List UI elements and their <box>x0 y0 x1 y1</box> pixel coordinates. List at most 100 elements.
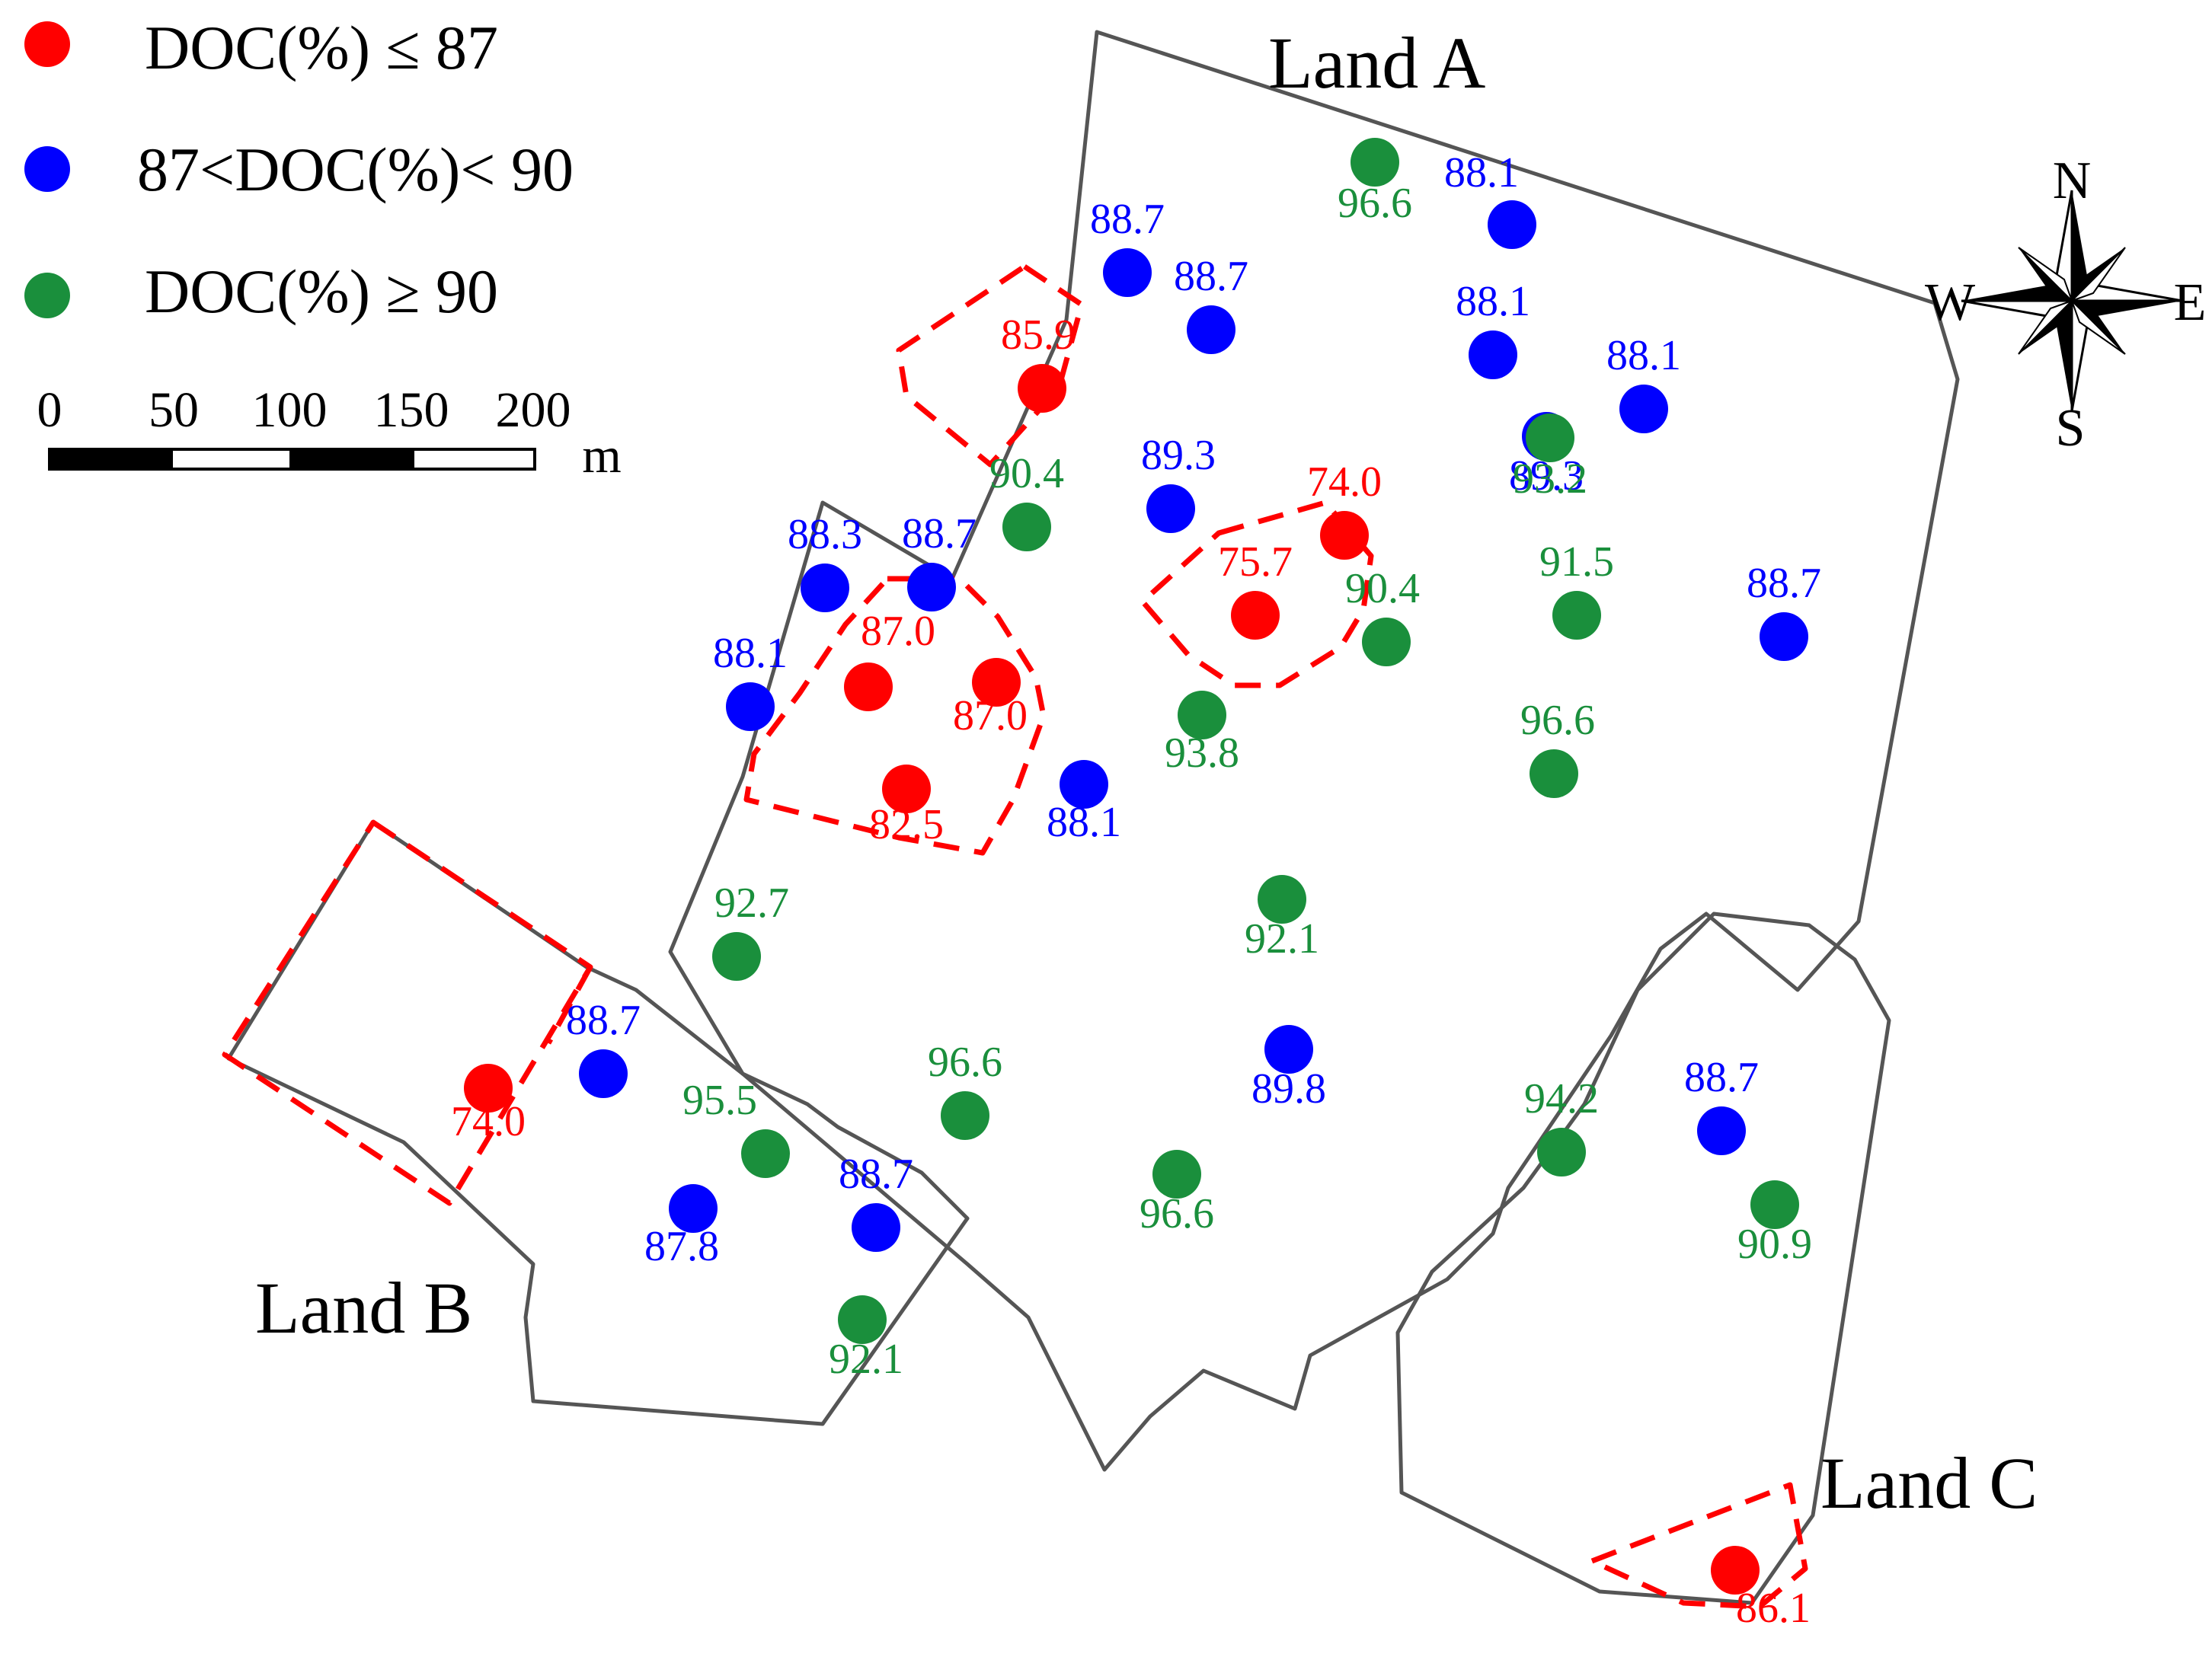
sample-value-label: 88.1 <box>713 630 788 677</box>
sample-point-mid <box>669 1184 718 1233</box>
compass-north: N <box>2053 152 2092 210</box>
land-a-label: Land A <box>1268 22 1485 104</box>
sample-value-label: 96.6 <box>1338 180 1412 227</box>
sample-point-mid <box>1264 1025 1313 1074</box>
sample-value-label: 90.4 <box>989 450 1064 497</box>
sample-value-label: 87.8 <box>644 1223 719 1270</box>
scale-bar: 0 50 100 150 200 m <box>37 382 622 484</box>
legend-label-low: DOC(%) ≤ 87 <box>145 13 498 82</box>
sample-value-label: 86.1 <box>1736 1585 1811 1632</box>
sample-points: 96.688.188.788.788.188.189.393.285.990.4… <box>451 138 1821 1632</box>
sample-point-mid <box>1146 484 1195 533</box>
sample-point-mid <box>801 564 849 612</box>
compass-rose-icon: N S E W <box>1925 152 2206 458</box>
sample-point-high <box>1351 138 1399 187</box>
legend-label-mid: 87<DOC(%)< 90 <box>137 135 574 204</box>
sample-value-label: 88.1 <box>1047 799 1121 846</box>
sample-point-high <box>1526 413 1574 462</box>
sample-point-mid <box>1469 330 1517 379</box>
land-c-label: Land C <box>1820 1442 2038 1524</box>
sample-value-label: 96.6 <box>1520 697 1595 744</box>
sample-value-label: 74.0 <box>451 1098 526 1145</box>
scale-unit: m <box>582 428 621 484</box>
land-boundaries <box>226 30 1960 1605</box>
sample-value-label: 92.1 <box>829 1336 903 1383</box>
land-a-boundary <box>668 30 1960 1472</box>
sample-value-label: 88.7 <box>1090 196 1165 243</box>
sample-point-high <box>1362 618 1411 666</box>
scale-segment-2 <box>170 448 292 471</box>
sample-point-mid <box>1760 612 1808 661</box>
compass-east: E <box>2174 273 2207 332</box>
sample-value-label: 96.6 <box>928 1039 1002 1086</box>
sample-point-high <box>1258 875 1306 924</box>
zone-86-1 <box>1589 1482 1808 1610</box>
sample-point-low <box>1320 511 1369 560</box>
sample-point-high <box>1152 1150 1201 1199</box>
sample-point-mid <box>726 682 775 731</box>
scale-segment-4 <box>411 448 536 471</box>
scale-tick-200: 200 <box>496 382 571 438</box>
land-c-boundary <box>1395 912 1891 1605</box>
legend-swatch-low <box>24 21 70 67</box>
sample-value-label: 87.0 <box>861 608 935 655</box>
sample-value-label: 88.7 <box>1684 1054 1759 1101</box>
sample-point-mid <box>579 1049 628 1098</box>
legend-swatch-high <box>24 273 70 318</box>
sample-value-label: 94.2 <box>1524 1075 1599 1122</box>
compass-south: S <box>2056 399 2086 458</box>
scale-segment-1 <box>48 448 173 471</box>
sample-point-high <box>1002 503 1051 551</box>
sample-value-label: 82.5 <box>869 801 944 848</box>
sample-point-low <box>882 765 931 813</box>
zone-74-0-land-b <box>222 819 593 1206</box>
sample-value-label: 88.7 <box>1747 560 1821 607</box>
sample-value-label: 88.3 <box>788 511 862 558</box>
sample-point-high <box>1750 1180 1799 1229</box>
sample-point-high <box>1178 691 1226 739</box>
zone-87-0 <box>743 576 1047 856</box>
sample-point-mid <box>1488 200 1536 249</box>
sample-value-label: 92.1 <box>1245 915 1319 963</box>
sample-point-mid <box>907 563 956 611</box>
legend-swatch-mid <box>24 146 70 192</box>
sample-value-label: 95.5 <box>682 1077 757 1124</box>
scale-tick-0: 0 <box>37 382 62 438</box>
land-b-boundary <box>226 820 970 1426</box>
sample-point-mid <box>1060 760 1108 809</box>
sample-point-low <box>1018 364 1066 413</box>
sample-point-low <box>1711 1546 1760 1595</box>
sample-value-label: 87.0 <box>953 692 1028 739</box>
sample-point-mid <box>1187 305 1235 354</box>
sample-point-high <box>1537 1128 1586 1177</box>
sample-point-mid <box>852 1203 900 1252</box>
scale-tick-150: 150 <box>374 382 449 438</box>
sample-value-label: 93.2 <box>1513 455 1587 503</box>
sample-value-label: 88.7 <box>839 1151 913 1198</box>
sample-value-label: 91.5 <box>1539 538 1614 586</box>
land-b-label: Land B <box>255 1267 472 1349</box>
sample-value-label: 88.1 <box>1456 278 1530 325</box>
sample-value-label: 96.6 <box>1140 1190 1214 1237</box>
sample-value-label: 93.8 <box>1165 730 1239 777</box>
scale-tick-50: 50 <box>149 382 199 438</box>
scale-segment-3 <box>289 448 414 471</box>
legend: DOC(%) ≤ 87 87<DOC(%)< 90 DOC(%) ≥ 90 <box>24 13 574 326</box>
sample-value-label: 88.7 <box>902 510 977 557</box>
sample-value-label: 85.9 <box>1001 311 1076 359</box>
sample-point-mid <box>1619 385 1668 433</box>
sample-value-label: 90.9 <box>1737 1221 1812 1268</box>
sample-point-low <box>464 1064 513 1113</box>
sample-value-label: 74.0 <box>1307 458 1382 506</box>
sample-value-label: 89.3 <box>1141 432 1216 479</box>
sample-value-label: 90.4 <box>1345 565 1420 612</box>
sample-value-label: 89.8 <box>1251 1065 1326 1113</box>
scale-tick-100: 100 <box>252 382 328 438</box>
sample-point-high <box>1552 591 1601 640</box>
sample-value-label: 88.7 <box>1174 253 1248 300</box>
sample-point-low <box>1231 591 1280 640</box>
compass-west: W <box>1925 273 1975 332</box>
sample-value-label: 88.1 <box>1606 332 1681 379</box>
sample-point-high <box>1530 749 1578 798</box>
